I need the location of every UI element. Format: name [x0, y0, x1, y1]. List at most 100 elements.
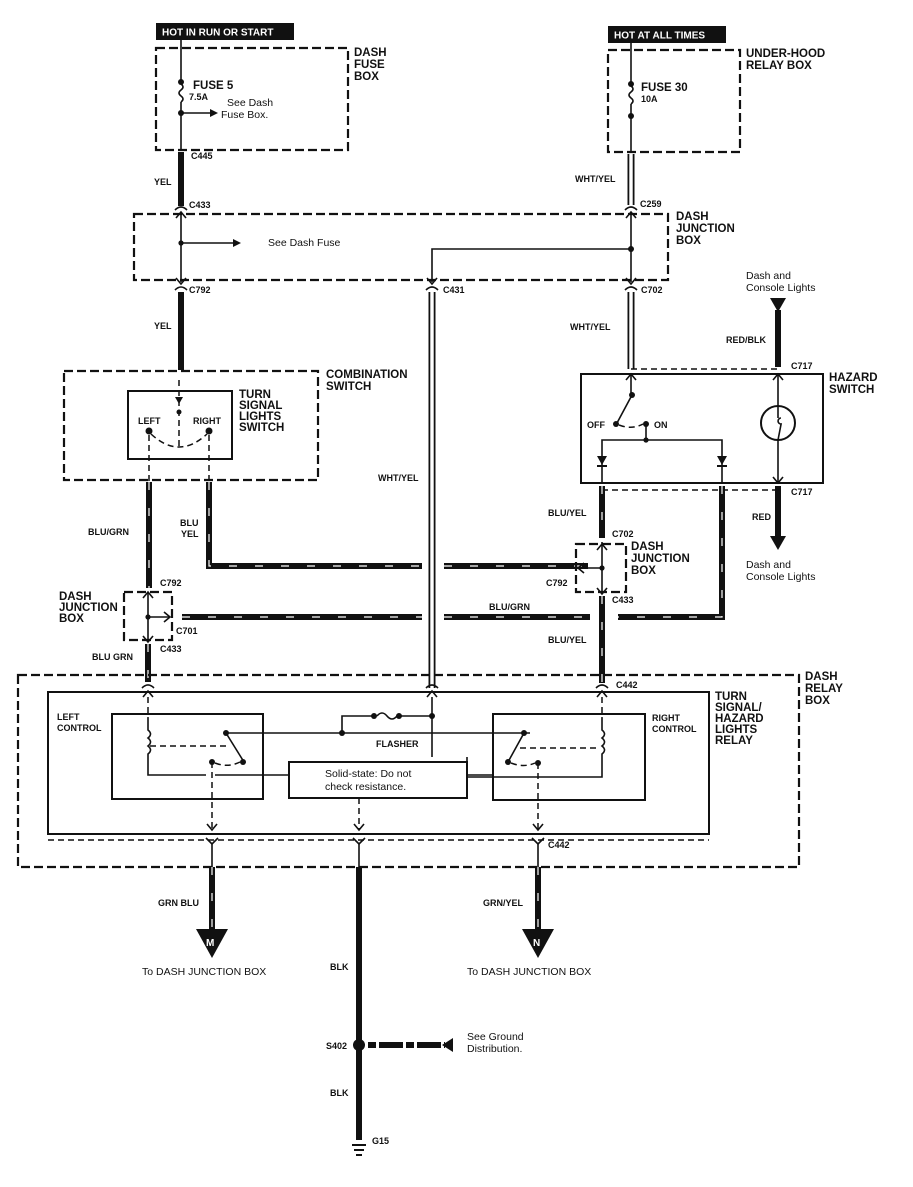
dash-junction-box-top-outline	[132, 212, 670, 282]
combination-switch-outline	[62, 369, 320, 482]
hazard-switch-label: HAZARD SWITCH	[829, 372, 881, 396]
connector-c442-bottom: C442	[548, 840, 570, 850]
connector-g15: G15	[372, 1136, 389, 1146]
splice-s402	[353, 1039, 365, 1051]
wire-color-wht-yel-mid: WHT/YEL	[378, 473, 419, 483]
connector-s402: S402	[326, 1041, 347, 1051]
fuse5-rating: 7.5A	[189, 92, 209, 102]
dash-console-lights-bottom-note: Dash and Console Lights	[746, 559, 815, 583]
connector-c792-right: C792	[546, 578, 568, 588]
connector-c792-left: C792	[160, 578, 182, 588]
switch-label-left: LEFT	[138, 416, 161, 426]
wire-color-blk-2: BLK	[330, 1088, 349, 1098]
connector-c259: C259	[640, 199, 662, 209]
power-label-text: HOT IN RUN OR START	[162, 28, 273, 39]
switch-contact-left	[145, 427, 153, 435]
right-control-label: RIGHT CONTROL	[652, 713, 697, 734]
dash-relay-box-label: DASH RELAY BOX	[805, 671, 846, 707]
turn-signal-switch-outline	[127, 390, 233, 460]
wire-color-blu-yel-1: BLU YEL	[180, 518, 201, 539]
see-dash-fuse-note: See Dash Fuse	[268, 237, 341, 249]
connector-c442-top: C442	[616, 680, 638, 690]
arrow-right-icon	[233, 239, 241, 247]
ground-reference-icon	[442, 1038, 453, 1052]
switch-contact-right	[205, 427, 213, 435]
turn-signal-switch-label: TURN SIGNAL LIGHTS SWITCH	[239, 389, 285, 434]
turn-signal-hazard-relay-outline	[47, 691, 710, 835]
dash-fuse-box-label: DASH FUSE BOX	[354, 47, 390, 83]
svg-text:N: N	[533, 938, 540, 949]
fuse5-terminal-top	[178, 79, 184, 85]
see-dash-fuse-box-note: See Dash Fuse Box.	[221, 97, 276, 121]
fuse30-icon	[628, 85, 634, 105]
connector-c792-top: C792	[189, 285, 211, 295]
to-dash-junction-box-m: To DASH JUNCTION BOX	[142, 966, 266, 978]
connector-symbols-top	[174, 206, 638, 291]
wire-color-wht-yel-1: WHT/YEL	[575, 174, 616, 184]
connector-c702-right: C702	[612, 529, 634, 539]
wire-color-blu-grn-2: BLU/GRN	[489, 602, 530, 612]
connector-c433-top: C433	[189, 200, 211, 210]
connector-c717-bottom: C717	[791, 487, 813, 497]
wire-color-red-blk: RED/BLK	[726, 335, 766, 345]
dash-junction-box-right-label: DASH JUNCTION BOX	[631, 541, 693, 577]
wire-color-grn-blu: GRN BLU	[158, 898, 199, 908]
wire-color-blu-yel-3: BLU/YEL	[548, 635, 587, 645]
connector-c433-right: C433	[612, 595, 634, 605]
hazard-on-label: ON	[654, 420, 668, 430]
diode-icon	[175, 397, 183, 404]
combination-switch-label: COMBINATION SWITCH	[326, 369, 411, 393]
right-relay-contact-blade	[507, 732, 525, 763]
left-control-outline	[111, 713, 264, 800]
wire-color-blu-yel-2: BLU/YEL	[548, 508, 587, 518]
dash-fuse-box-outline	[154, 46, 350, 152]
fuse30-name: FUSE 30	[641, 82, 688, 94]
wire-color-red: RED	[752, 512, 772, 522]
wire-blu-yel-1	[206, 482, 422, 569]
flasher-fuse-icon	[376, 712, 398, 720]
connector-c701: C701	[176, 626, 198, 636]
wire-color-yel-1: YEL	[154, 177, 172, 187]
connector-c431: C431	[443, 285, 465, 295]
arrow-down-icon	[770, 298, 786, 312]
solid-state-note: Solid-state: Do not check resistance.	[325, 768, 414, 793]
right-control-outline	[492, 713, 646, 801]
relay-input-connectors	[141, 684, 609, 698]
wire-djb-branch	[431, 248, 631, 282]
relay-output-connectors	[205, 837, 545, 846]
hazard-off-label: OFF	[587, 420, 605, 430]
fuse30-rating: 10A	[641, 94, 658, 104]
dash-junction-box-left-label: DASH JUNCTION BOX	[59, 591, 121, 625]
left-relay-contact-blade	[225, 732, 245, 763]
power-label-hot-in-run-or-start: HOT IN RUN OR START	[156, 23, 294, 40]
fuse5-icon	[178, 83, 184, 103]
terminal-m-icon: M	[196, 929, 228, 958]
hazard-switch-blade	[616, 394, 633, 424]
left-control-label: LEFT CONTROL	[57, 712, 102, 733]
connector-c717-top: C717	[791, 361, 813, 371]
flasher-label: FLASHER	[376, 739, 419, 749]
svg-text:M: M	[206, 938, 214, 949]
arrow-down-icon	[770, 536, 786, 550]
ground-icon	[352, 1144, 366, 1156]
to-dash-junction-box-n: To DASH JUNCTION BOX	[467, 966, 591, 978]
power-label-text: HOT AT ALL TIMES	[614, 31, 705, 42]
wire-color-blu-grn-1: BLU/GRN	[88, 527, 129, 537]
connector-c433-left: C433	[160, 644, 182, 654]
wire-color-wht-yel-2: WHT/YEL	[570, 322, 611, 332]
under-hood-relay-box-label: UNDER-HOOD RELAY BOX	[746, 48, 828, 72]
under-hood-relay-box-outline	[606, 48, 742, 154]
hazard-switch-outline	[580, 373, 824, 484]
fuse5-name: FUSE 5	[193, 80, 234, 92]
dash-console-lights-top-note: Dash and Console Lights	[746, 270, 815, 294]
right-coil-icon	[467, 718, 606, 778]
see-ground-note: See Ground Distribution.	[467, 1031, 527, 1055]
diode-icon	[717, 456, 727, 465]
terminal-n-icon: N	[522, 929, 554, 958]
switch-label-right: RIGHT	[193, 416, 222, 426]
dash-junction-box-top-label: DASH JUNCTION BOX	[676, 211, 738, 247]
switch-travel-arc	[150, 433, 208, 448]
arrow-right-icon	[210, 109, 218, 117]
connector-c702-top: C702	[641, 285, 663, 295]
dash-relay-box-outline	[16, 673, 801, 869]
